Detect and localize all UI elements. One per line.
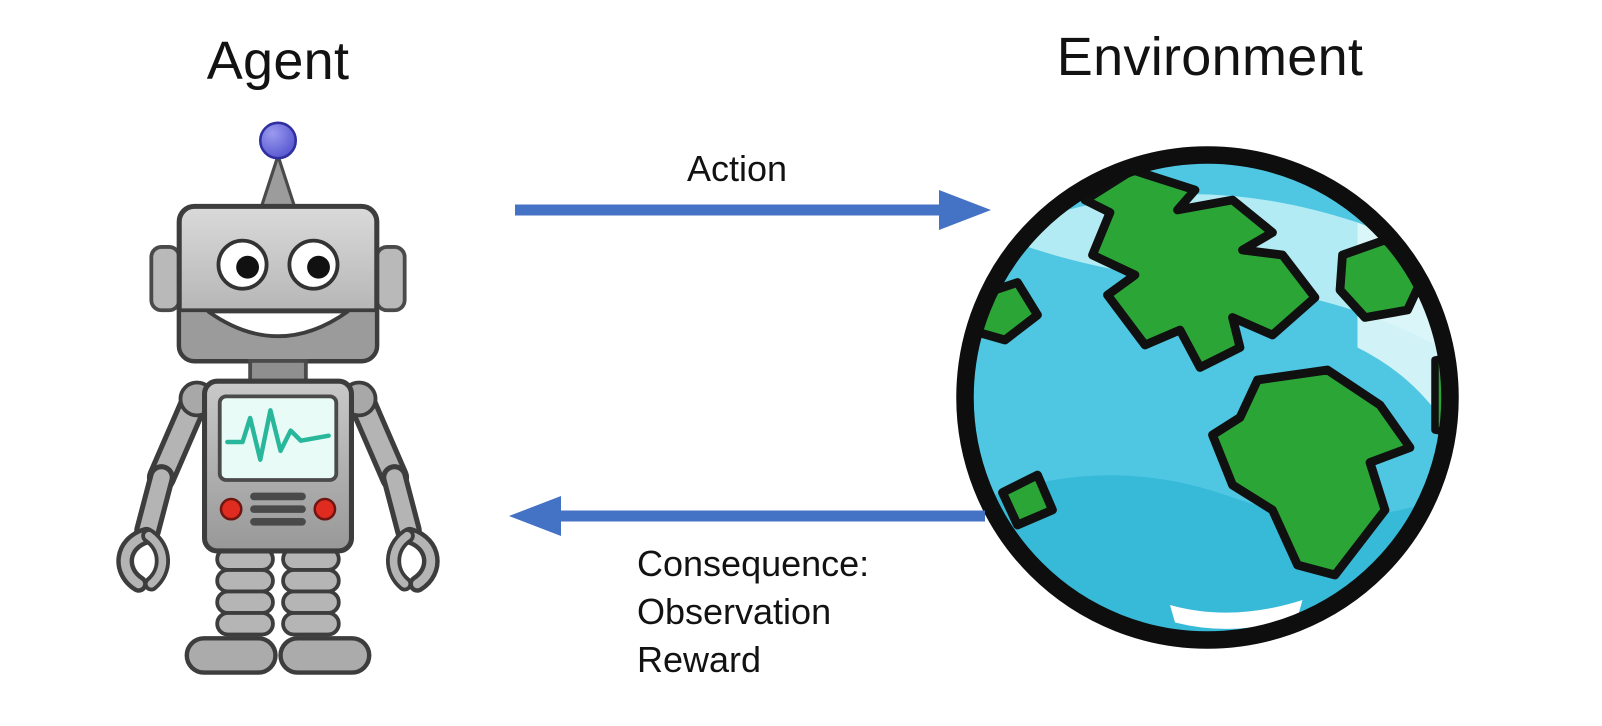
action-arrow-head [939,190,991,230]
robot-antenna [259,150,297,208]
agent-label: Agent [206,31,350,91]
robot-agent-icon [88,98,468,710]
earth-globe-icon [945,135,1470,660]
consequence-line-3: Reward [637,639,762,680]
action-arrow-icon [515,190,991,230]
robot-leg-left [215,546,275,637]
robot-neck [248,359,308,384]
consequence-line-1: Consequence: [637,543,870,584]
robot-arm-right [347,386,440,593]
robot-leg-right [281,546,341,637]
robot-head [176,203,380,364]
robot-screen-waveform [225,408,331,462]
consequence-line-2: Observation [637,591,832,632]
robot-foot-left [184,636,278,675]
action-arrow-label: Action [686,148,788,189]
earth-highlight [1170,600,1303,629]
consequence-arrow-icon [509,496,985,536]
robot-foot-right [278,636,372,675]
earth-outline [956,146,1459,649]
robot-antenna-ball [259,121,297,160]
consequence-arrow-label: Consequence: Observation Reward [637,540,869,684]
earth-svg [956,146,1459,649]
robot-button-left [219,497,243,521]
robot-ear-right [374,245,407,313]
robot-body [202,378,354,554]
robot-svg [116,121,440,675]
robot-button-right [313,497,337,521]
consequence-arrow-head [509,496,561,536]
robot-arm-left [116,386,209,593]
robot-ear-left [149,245,182,313]
environment-label: Environment [1056,27,1364,87]
